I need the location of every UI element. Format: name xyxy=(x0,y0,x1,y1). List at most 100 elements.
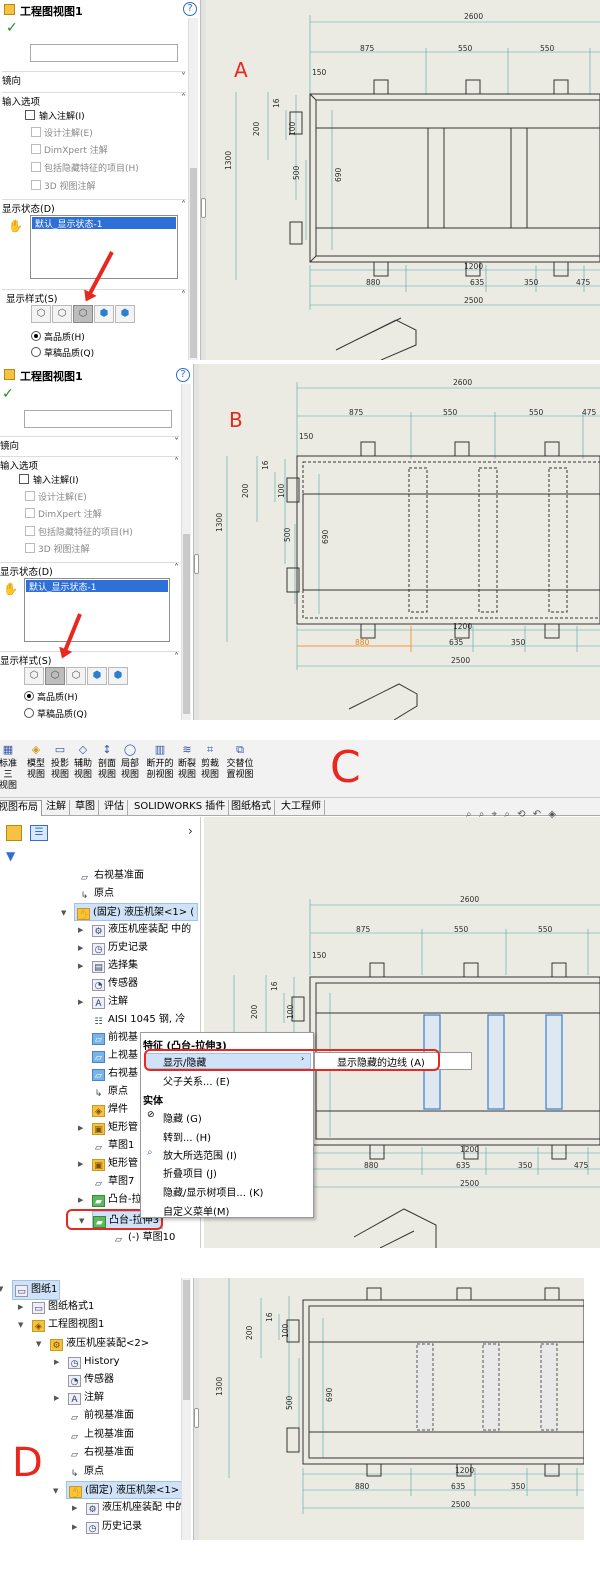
checkbox[interactable] xyxy=(31,162,41,172)
tree-item-selection-sets[interactable]: ▶▤选择集 xyxy=(78,957,138,975)
toolbar-button[interactable]: ▦标准三视图 xyxy=(0,742,19,792)
tree-item-rect-tube-2[interactable]: ▶▣矩形管 xyxy=(78,1155,138,1173)
section-mirror[interactable]: 镜向˅ xyxy=(0,436,179,452)
ok-check-icon[interactable]: ✓ xyxy=(2,386,14,402)
shaded-edges-button[interactable]: ⬢ xyxy=(94,305,114,323)
tab-annotation[interactable]: 注解 xyxy=(43,800,70,816)
tab-engineer[interactable]: 大工程师 xyxy=(278,800,325,816)
section-display-state[interactable]: 显示状态(D)˄ xyxy=(2,199,186,215)
shaded-button[interactable]: ⬢ xyxy=(115,305,135,323)
shaded-edges-button[interactable]: ⬢ xyxy=(87,667,107,685)
help-icon[interactable]: ? xyxy=(183,2,197,16)
scrollbar[interactable] xyxy=(181,384,191,720)
toolbar-button[interactable]: ⌗剪裁视图 xyxy=(199,742,221,781)
tab-solidworks-addins[interactable]: SOLIDWORKS 插件 xyxy=(131,800,230,816)
checkbox[interactable] xyxy=(25,543,35,553)
tab-evaluate[interactable]: 评估 xyxy=(101,800,128,816)
ok-check-icon[interactable]: ✓ xyxy=(6,20,18,36)
tree-item-history[interactable]: ▶◷历史记录 xyxy=(78,939,148,957)
tree-item-drawing-view1[interactable]: ▼◈工程图视图1 xyxy=(18,1316,104,1334)
tree-item-right-plane[interactable]: ▱右视基准面 xyxy=(78,867,144,885)
collapse-triangle-icon[interactable]: ▼ xyxy=(79,1217,85,1225)
menu-item-zoom[interactable]: 放大所选范围 (I) xyxy=(163,1151,237,1162)
expand-triangle-icon[interactable]: ▶ xyxy=(78,944,84,952)
tree-item-right-plane-2[interactable]: ▱右视基 xyxy=(92,1065,138,1083)
tab-sketch[interactable]: 草图 xyxy=(72,800,99,816)
tree-item-fixed-frame[interactable]: ▼✋(固定) 液压机架<1> ( xyxy=(53,1481,186,1499)
expand-triangle-icon[interactable]: ▶ xyxy=(18,1303,24,1311)
expand-triangle-icon[interactable]: ▶ xyxy=(72,1523,78,1531)
tree-item-assembly-ref[interactable]: ▶⚙液压机座装配 中的 xyxy=(78,921,191,939)
menu-item-show-hidden-edges[interactable]: 显示隐藏的边线 (A) xyxy=(337,1058,425,1069)
toolbar-button[interactable]: ▭投影视图 xyxy=(49,742,71,781)
expand-triangle-icon[interactable]: ▶ xyxy=(54,1394,60,1402)
toolbar-button[interactable]: ◇辅助视图 xyxy=(72,742,94,781)
checkbox[interactable] xyxy=(25,491,35,501)
tree-item-boss-extrude[interactable]: ▶▰凸台-拉 xyxy=(78,1191,142,1209)
tree-item-rect-tube-1[interactable]: ▶▣矩形管 xyxy=(78,1119,138,1137)
tree-item-origin-2[interactable]: ↳原点 xyxy=(92,1083,128,1101)
tree-item-sketch1[interactable]: ▱草图1 xyxy=(92,1137,134,1155)
splitter[interactable] xyxy=(193,364,199,720)
toolbar-button[interactable]: ≋断裂视图 xyxy=(176,742,198,781)
expand-triangle-icon[interactable]: ▶ xyxy=(72,1504,78,1512)
tree-item-sheet1[interactable]: ▼▭图纸1 xyxy=(0,1280,61,1300)
toolbar-button[interactable]: ◯局部视图 xyxy=(119,742,141,781)
tab-view-layout[interactable]: 视图布局 xyxy=(0,800,42,816)
checkbox[interactable] xyxy=(31,127,41,137)
radio-draft-quality[interactable] xyxy=(31,347,41,357)
menu-item-hide[interactable]: 隐藏 (G) xyxy=(163,1114,202,1125)
menu-item-parent-child[interactable]: 父子关系... (E) xyxy=(163,1077,230,1088)
toolbar-button[interactable]: ◈模型视图 xyxy=(25,742,47,781)
feature-manager-tab-icon[interactable] xyxy=(6,825,22,841)
expand-triangle-icon[interactable]: ▶ xyxy=(78,1124,84,1132)
radio-high-quality[interactable] xyxy=(24,691,34,701)
expand-triangle-icon[interactable]: ▶ xyxy=(78,1196,84,1204)
tree-item-sketch10[interactable]: ▱(-) 草图10 xyxy=(112,1229,175,1247)
tree-item-sheet-format1[interactable]: ▶▭图纸格式1 xyxy=(18,1298,94,1316)
section-display-style[interactable]: 显示样式(S)˄ xyxy=(0,651,179,667)
shaded-button[interactable]: ⬢ xyxy=(108,667,128,685)
radio-draft-quality[interactable] xyxy=(24,708,34,718)
tree-item-fixed-frame[interactable]: ▼✋(固定) 液压机架<1> ( xyxy=(61,903,198,921)
filter-icon[interactable]: ▼ xyxy=(6,849,16,863)
collapse-triangle-icon[interactable]: ▼ xyxy=(36,1340,42,1348)
tree-item-weldment[interactable]: ◈焊件 xyxy=(92,1101,128,1119)
checkbox[interactable] xyxy=(19,474,29,484)
collapse-triangle-icon[interactable]: ▼ xyxy=(18,1321,24,1329)
section-display-state[interactable]: 显示状态(D)˄ xyxy=(0,562,179,578)
hidden-lines-visible-button[interactable]: ⬡ xyxy=(45,667,65,685)
collapse-triangle-icon[interactable]: ▼ xyxy=(61,909,67,917)
tree-item-assembly[interactable]: ▼⚙液压机座装配<2> xyxy=(36,1335,149,1353)
tree-item-top-plane[interactable]: ▱上视基准面 xyxy=(68,1426,134,1444)
expand-triangle-icon[interactable]: ▶ xyxy=(78,1160,84,1168)
wireframe-button[interactable]: ⬡ xyxy=(24,667,44,685)
splitter[interactable] xyxy=(200,0,206,360)
scrollbar[interactable] xyxy=(188,18,198,360)
tree-item-material[interactable]: ☷AISI 1045 钢, 冷 xyxy=(92,1011,185,1029)
checkbox[interactable] xyxy=(25,110,35,120)
tree-item-sensors[interactable]: ◔传感器 xyxy=(92,975,138,993)
checkbox[interactable] xyxy=(31,180,41,190)
toolbar-button[interactable]: ▥断开的剖视图 xyxy=(146,742,174,781)
expand-triangle-icon[interactable]: ▶ xyxy=(78,962,84,970)
hidden-lines-removed-button[interactable]: ⬡ xyxy=(73,305,93,323)
hidden-lines-removed-button[interactable]: ⬡ xyxy=(66,667,86,685)
chevron-right-icon[interactable]: › xyxy=(188,824,193,838)
checkbox[interactable] xyxy=(31,144,41,154)
section-mirror[interactable]: 镜向˅ xyxy=(2,71,186,87)
tab-sheet-format[interactable]: 图纸格式 xyxy=(228,800,275,816)
expand-triangle-icon[interactable]: ▶ xyxy=(78,998,84,1006)
collapse-triangle-icon[interactable]: ▼ xyxy=(53,1487,59,1495)
tree-item-assembly-ref[interactable]: ▶⚙液压机座装配 中的 xyxy=(72,1499,185,1517)
help-icon[interactable]: ? xyxy=(176,368,190,382)
menu-item-hide-show-tree[interactable]: 隐藏/显示树项目... (K) xyxy=(163,1188,264,1199)
hidden-lines-visible-button[interactable]: ⬡ xyxy=(52,305,72,323)
list-item[interactable]: 默认_显示状态-1 xyxy=(26,580,168,593)
menu-item-customize[interactable]: 自定义菜单(M) xyxy=(163,1207,230,1218)
menu-item-collapse[interactable]: 折叠项目 (J) xyxy=(163,1169,217,1180)
section-import[interactable]: 输入选项˄ xyxy=(0,456,179,472)
menu-item-goto[interactable]: 转到... (H) xyxy=(163,1133,212,1144)
